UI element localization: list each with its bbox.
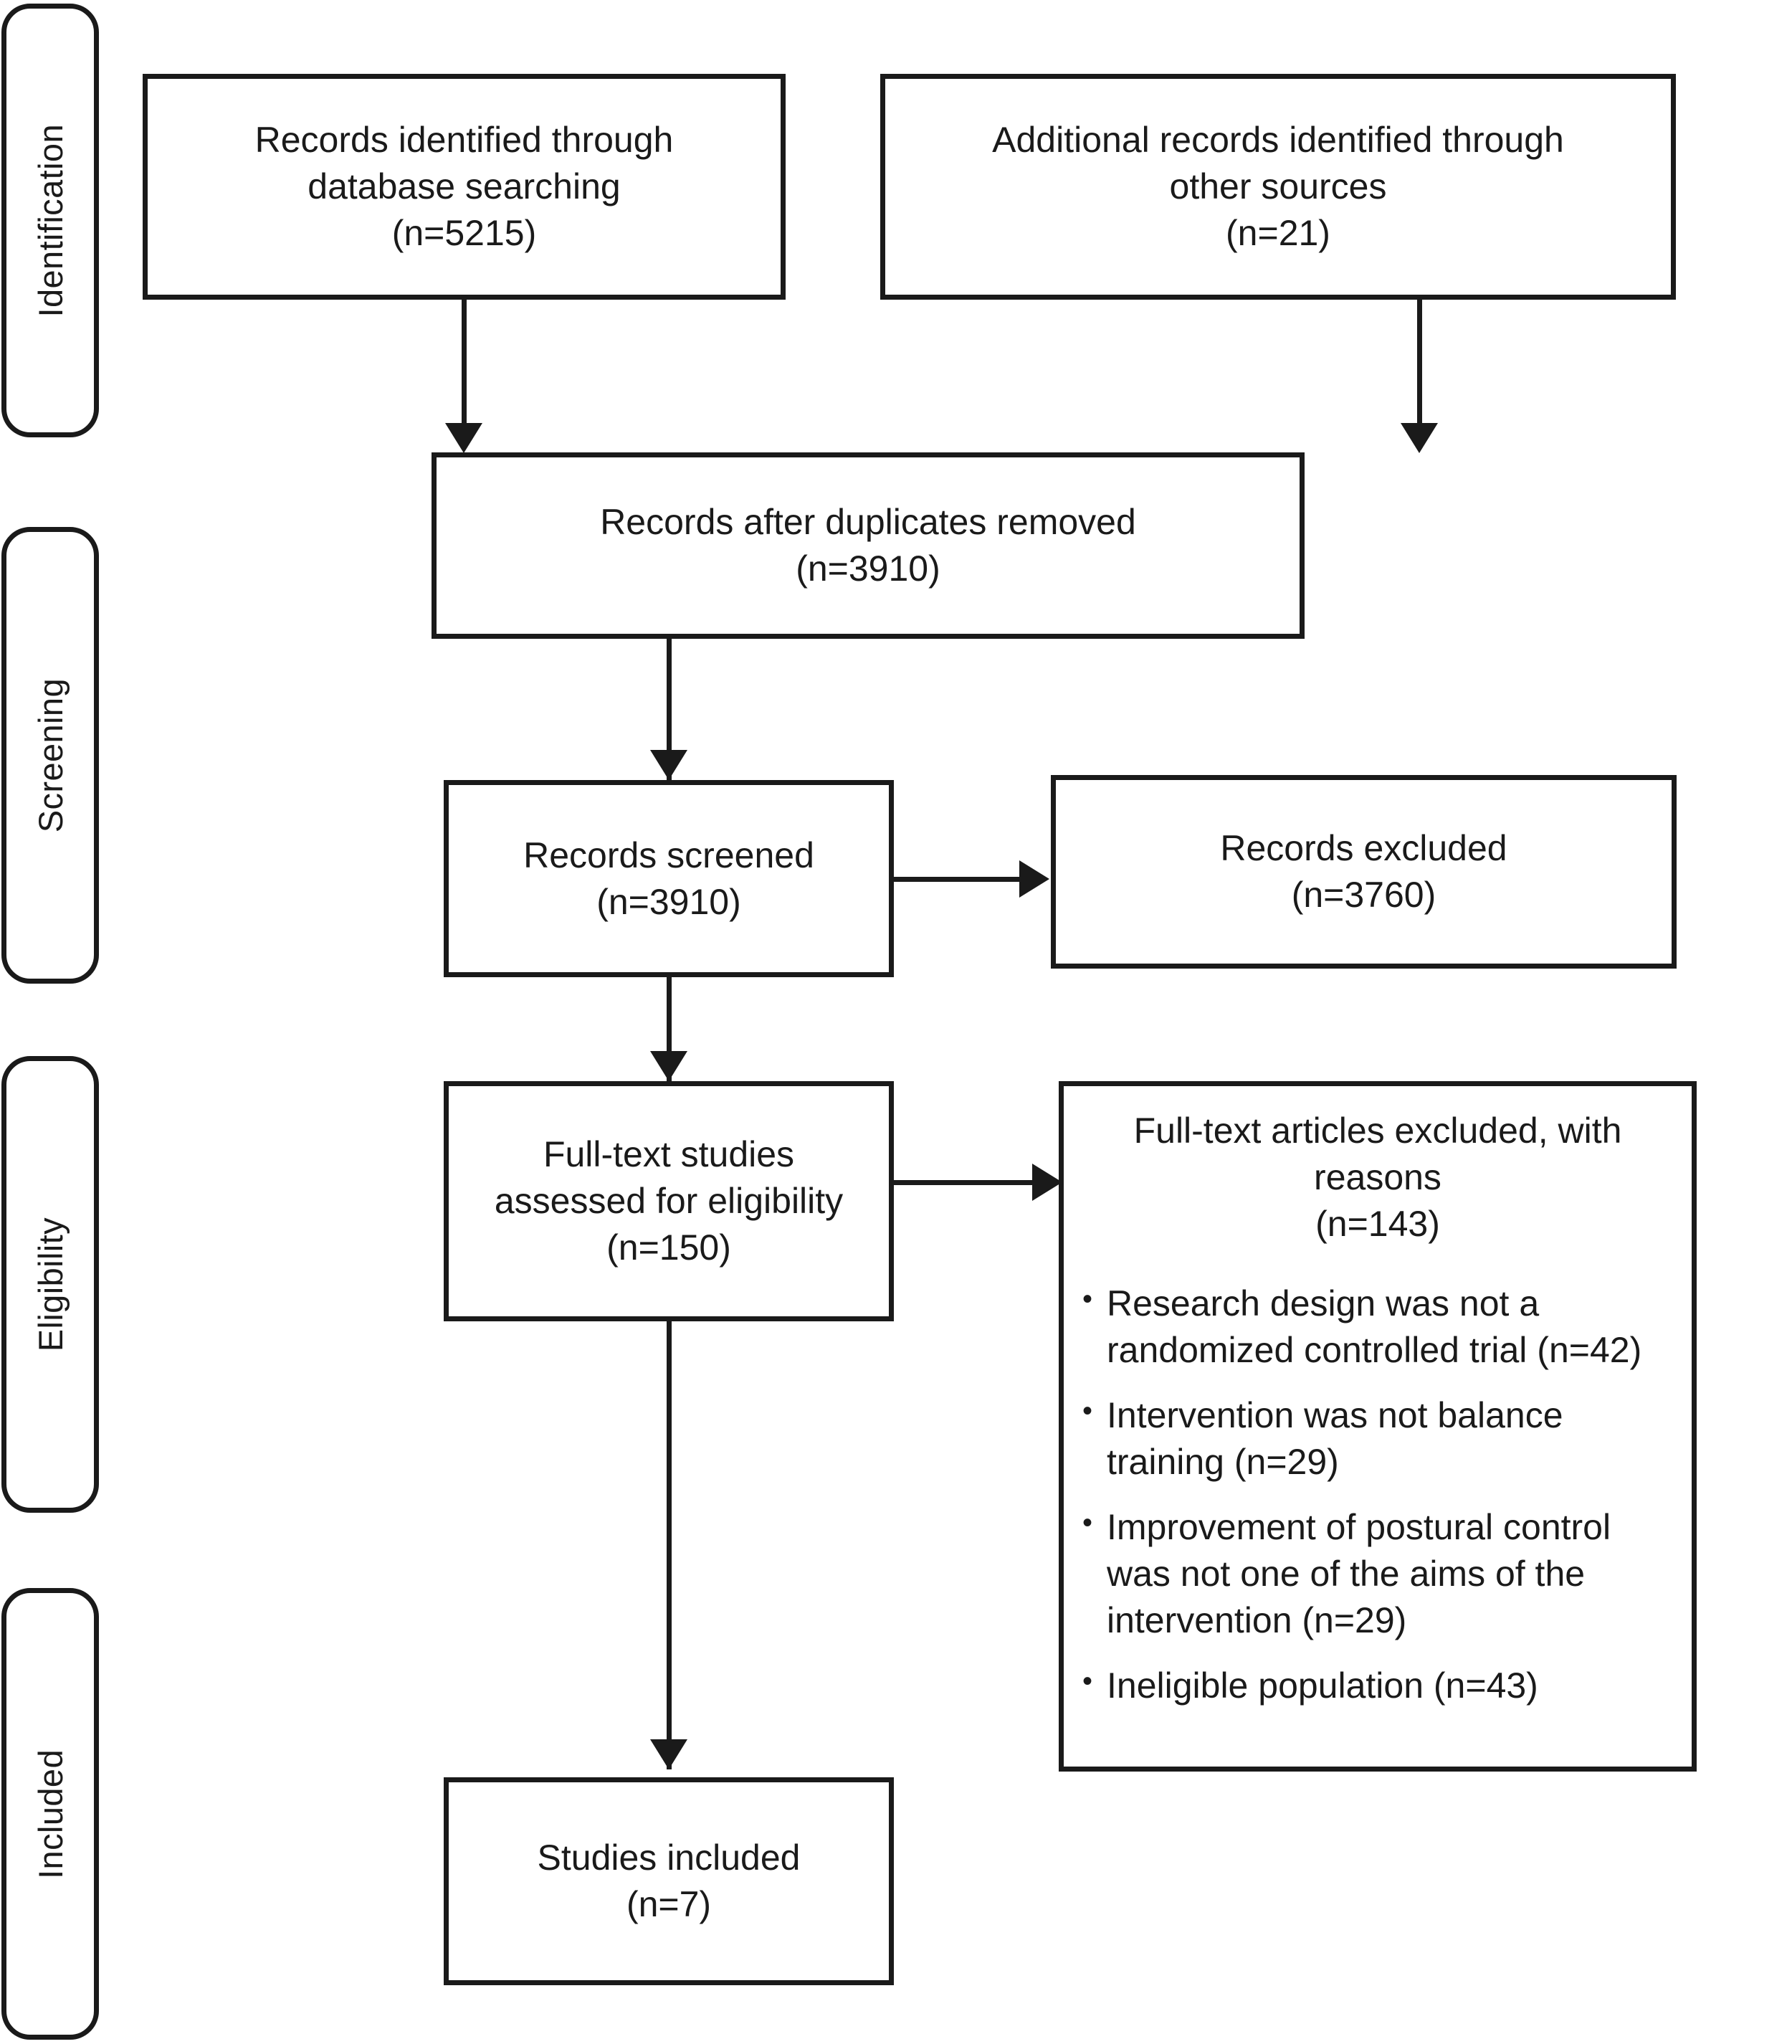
box-line: Full-text studies [543, 1134, 795, 1174]
box-fulltext-studies-assessed: Full-text studies assessed for eligibili… [444, 1081, 894, 1321]
stage-label-identification: Identification [31, 123, 70, 318]
connector-screened-to-excluded [894, 877, 1023, 882]
reason-text: Improvement of postural control was not … [1107, 1507, 1611, 1640]
arrowhead-screened-to-fulltext [650, 1051, 687, 1081]
reasons-box-heading: Full-text articles excluded, with reason… [1082, 1108, 1673, 1247]
box-line: Records screened [523, 835, 814, 875]
list-item: • Research design was not a randomized c… [1082, 1280, 1673, 1374]
connector-duplicates-to-screened [667, 639, 672, 782]
arrowhead-duplicates-to-screened [650, 750, 687, 780]
box-line: Additional records identified through [992, 120, 1564, 160]
stage-label-included: Included [31, 1749, 70, 1879]
stage-pill-eligibility: Eligibility [1, 1056, 99, 1513]
box-line: Studies included [537, 1838, 801, 1878]
box-additional-records-other-sources: Additional records identified through ot… [880, 74, 1676, 300]
arrowhead-fulltext-to-included [650, 1739, 687, 1769]
connector-other-sources-to-duplicates [1417, 300, 1422, 429]
box-line: Records after duplicates removed [600, 502, 1136, 542]
stage-label-screening: Screening [31, 678, 70, 833]
stage-pill-included: Included [1, 1588, 99, 2040]
box-line: (n=5215) [391, 213, 537, 253]
connector-screened-to-fulltext [667, 977, 672, 1085]
box-line: Records identified through [254, 120, 674, 160]
box-line: database searching [308, 166, 621, 206]
box-studies-included: Studies included (n=7) [444, 1777, 894, 1985]
arrowhead-other-sources-to-duplicates [1401, 423, 1438, 453]
bullet-icon: • [1082, 1283, 1093, 1315]
list-item: • Ineligible population (n=43) [1082, 1663, 1673, 1709]
reason-text: Intervention was not balance training (n… [1107, 1395, 1563, 1482]
arrowhead-fulltext-to-excluded [1032, 1164, 1062, 1201]
bullet-icon: • [1082, 1665, 1093, 1697]
box-line: (n=3760) [1291, 875, 1436, 915]
reasons-heading-line: Full-text articles excluded, with reason… [1133, 1111, 1622, 1197]
connector-fulltext-to-excluded [894, 1180, 1036, 1185]
box-line: (n=3910) [796, 548, 940, 589]
box-records-after-duplicates-removed: Records after duplicates removed (n=3910… [432, 452, 1305, 639]
box-line: other sources [1169, 166, 1387, 206]
box-line: (n=150) [606, 1227, 731, 1268]
reasons-heading-count: (n=143) [1315, 1204, 1440, 1244]
box-line: Records excluded [1220, 828, 1507, 868]
stage-pill-screening: Screening [1, 527, 99, 984]
connector-fulltext-to-included [667, 1321, 672, 1769]
box-records-excluded: Records excluded (n=3760) [1051, 775, 1677, 969]
arrowhead-database-to-duplicates [445, 423, 482, 453]
list-item: • Intervention was not balance training … [1082, 1392, 1673, 1486]
connector-database-to-duplicates [462, 300, 467, 429]
box-line: (n=21) [1226, 213, 1330, 253]
box-line: (n=3910) [596, 881, 741, 922]
box-records-identified-database: Records identified through database sear… [143, 74, 786, 300]
arrowhead-screened-to-excluded [1019, 860, 1049, 898]
bullet-icon: • [1082, 1395, 1093, 1427]
box-fulltext-articles-excluded-with-reasons: Full-text articles excluded, with reason… [1059, 1081, 1697, 1772]
box-line: (n=7) [626, 1884, 712, 1924]
box-line: assessed for eligibility [494, 1181, 844, 1221]
reason-text: Ineligible population (n=43) [1107, 1665, 1538, 1706]
reason-text: Research design was not a randomized con… [1107, 1283, 1642, 1370]
box-records-screened: Records screened (n=3910) [444, 780, 894, 977]
bullet-icon: • [1082, 1507, 1093, 1539]
stage-pill-identification: Identification [1, 4, 99, 437]
stage-label-eligibility: Eligibility [31, 1217, 70, 1352]
list-item: • Improvement of postural control was no… [1082, 1504, 1673, 1644]
